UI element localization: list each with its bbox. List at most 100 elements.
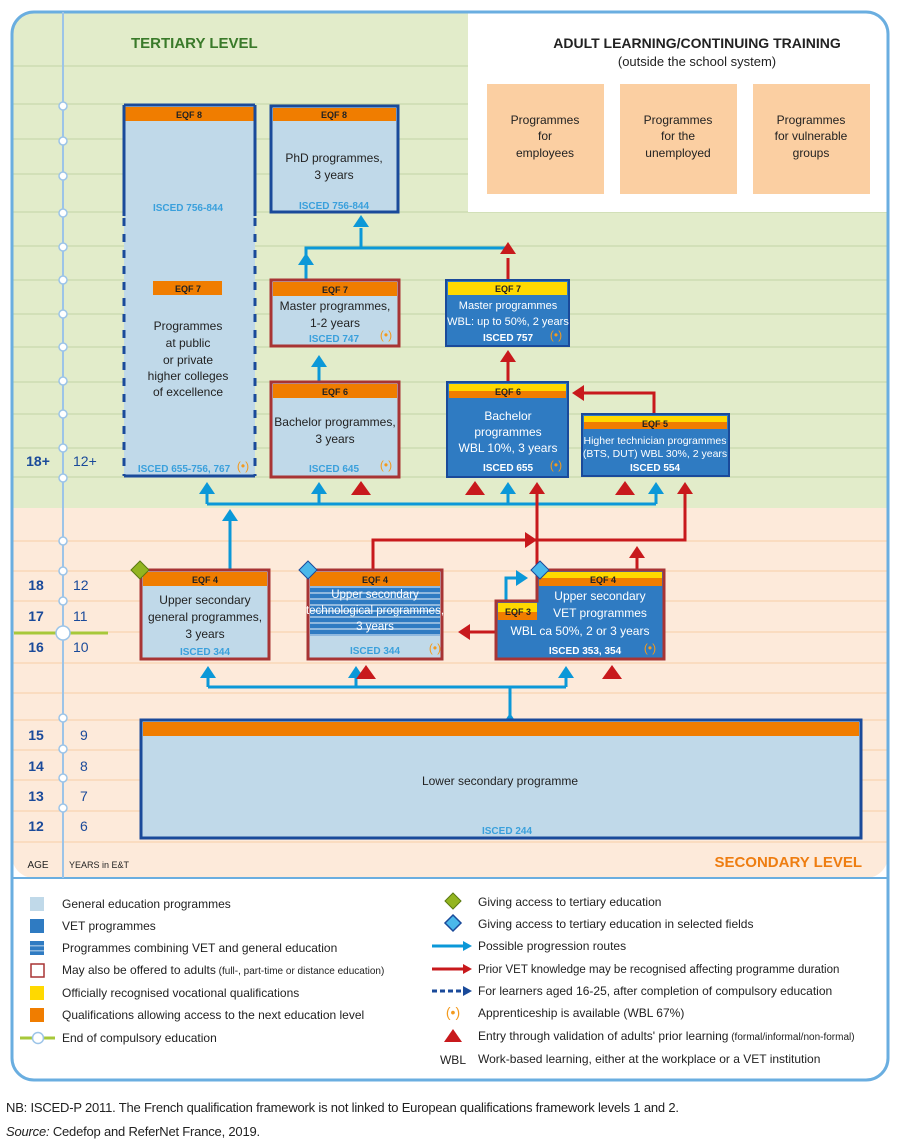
svg-text:for: for [538, 129, 552, 143]
end-of-compulsory-marker [55, 625, 71, 641]
legend-label: Prior VET knowledge may be recognised af… [478, 964, 839, 976]
svg-text:PhD programmes,: PhD programmes, [285, 151, 382, 165]
programme-master-general: EQF 7 Master programmes, 1-2 years ISCED… [269, 278, 401, 348]
apprenticeship-icon: (•) [380, 328, 392, 342]
legend-label: Giving access to tertiary education [478, 895, 661, 909]
apprenticeship-icon: (•) [550, 458, 562, 472]
legend-label: General education programmes [62, 897, 231, 911]
source-text: Cedefop and ReferNet France, 2019. [49, 1124, 260, 1139]
red-triangle-icon [356, 665, 376, 679]
svg-text:Upper secondary: Upper secondary [331, 589, 419, 601]
apprenticeship-icon: (•) [429, 641, 441, 655]
legend-label: Officially recognised vocational qualifi… [62, 986, 299, 1000]
years-label: 8 [80, 758, 88, 774]
timeline-dot [58, 713, 68, 723]
programme-bachelor-general: EQF 6 Bachelor programmes, 3 years ISCED… [269, 380, 401, 479]
years-label: 12 [73, 577, 89, 593]
timeline-dot [58, 773, 68, 783]
svg-text:3 years: 3 years [185, 627, 224, 641]
eqf-label: EQF 4 [362, 575, 388, 585]
compulsory-line-icon [20, 1031, 55, 1045]
legend-label: Entry through validation of adults' prio… [478, 1029, 855, 1043]
age-axis-title: AGE [27, 860, 48, 871]
svg-text:at public: at public [166, 336, 211, 350]
age-label: 14 [28, 758, 44, 774]
source-label: Source: [6, 1124, 50, 1139]
svg-text:Master programmes: Master programmes [459, 300, 558, 312]
svg-text:Programmes: Programmes [777, 113, 846, 127]
programme-colleges-of-excellence: EQF 8 ISCED 756-844 EQF 7 Programmes at … [122, 103, 257, 478]
eqf-label: EQF 6 [495, 387, 521, 397]
arrow-head [311, 482, 327, 494]
arrow-head [222, 509, 238, 521]
apprenticeship-icon: (•) [446, 1004, 460, 1020]
age-label: 12 [28, 818, 44, 834]
programme-phd: EQF 8 PhD programmes, 3 years ISCED 756-… [269, 104, 400, 214]
svg-text:Upper secondary: Upper secondary [554, 589, 645, 603]
apprenticeship-icon: (•) [237, 459, 249, 473]
arrow-head [199, 482, 215, 494]
timeline-dot [58, 803, 68, 813]
timeline-dot [58, 171, 68, 181]
timeline-dot [58, 566, 68, 576]
tertiary-level-title: TERTIARY LEVEL [131, 35, 258, 52]
age-label: 18+ [26, 453, 50, 469]
svg-text:groups: groups [793, 146, 830, 160]
adult-box-unemployed: Programmes for the unemployed [620, 84, 737, 194]
svg-text:WBL ca 50%, 2 or 3 years: WBL ca 50%, 2 or 3 years [511, 624, 650, 638]
programme-upper-secondary-vet: EQF 4 EQF 3 Upper secondary VET programm… [494, 568, 666, 661]
arrow-head [298, 253, 314, 265]
svg-text:Bachelor: Bachelor [484, 409, 531, 423]
arrow-head [529, 482, 545, 494]
eqf-label: EQF 8 [321, 110, 347, 120]
timeline-dot [58, 443, 68, 453]
red-triangle-icon [615, 481, 635, 495]
apprenticeship-icon: (•) [550, 328, 562, 342]
legend-label: Possible progression routes [478, 939, 626, 953]
svg-text:employees: employees [516, 146, 574, 160]
progression-arrows [205, 228, 687, 720]
years-label: 9 [80, 727, 88, 743]
years-label: 12+ [73, 453, 97, 469]
validation-triangles [351, 481, 635, 679]
age-label: 15 [28, 727, 44, 743]
timeline-dot [58, 342, 68, 352]
footnote-nb: NB: ISCED-P 2011. The French qualificati… [6, 1100, 679, 1115]
programme-higher-technician: EQF 5 Higher technician programmes (BTS,… [581, 413, 730, 477]
svg-text:general programmes,: general programmes, [148, 610, 262, 624]
eqf-label: EQF 4 [192, 575, 218, 585]
eqf-label: EQF 4 [590, 575, 616, 585]
programme-lower-secondary: Lower secondary programme ISCED 244 [139, 718, 863, 840]
svg-text:unemployed: unemployed [645, 146, 710, 160]
adult-learning-subtitle: (outside the school system) [618, 54, 776, 69]
eqf-label: EQF 5 [642, 419, 668, 429]
green-diamond-icon [444, 892, 462, 910]
svg-text:Programmes: Programmes [154, 319, 223, 333]
timeline-dots [58, 101, 68, 813]
legend-label: End of compulsory education [62, 1031, 217, 1045]
svg-text:3 years: 3 years [314, 168, 353, 182]
red-triangle-icon [351, 481, 371, 495]
svg-text:higher colleges: higher colleges [148, 369, 229, 383]
programme-upper-secondary-general: EQF 4 Upper secondary general programmes… [139, 568, 271, 661]
svg-text:WBL 10%, 3 years: WBL 10%, 3 years [459, 441, 558, 455]
timeline-dot [58, 409, 68, 419]
timeline-dot [58, 309, 68, 319]
footnote-source: Source: Cedefop and ReferNet France, 201… [6, 1124, 260, 1139]
adult-box-vulnerable-groups: Programmes for vulnerable groups [753, 84, 870, 194]
svg-text:of excellence: of excellence [153, 385, 223, 399]
apprenticeship-icon: (•) [380, 458, 392, 472]
years-label: 7 [80, 788, 88, 804]
programme-bachelor-vet: EQF 6 Bachelor programmes WBL 10%, 3 yea… [446, 381, 569, 478]
arrow-head [500, 242, 516, 254]
svg-text:Master programmes,: Master programmes, [280, 299, 391, 313]
programme-master-vet: EQF 7 Master programmes WBL: up to 50%, … [445, 279, 570, 347]
orange-swatch-icon [30, 1008, 44, 1022]
svg-text:(BTS, DUT) WBL 30%, 2 years: (BTS, DUT) WBL 30%, 2 years [583, 448, 727, 460]
outer-frame [10, 10, 890, 1082]
vet-swatch-icon [30, 919, 44, 933]
isced-label: ISCED 353, 354 [549, 646, 622, 657]
svg-text:programmes: programmes [474, 425, 541, 439]
blue-diamond-icon [530, 560, 550, 580]
